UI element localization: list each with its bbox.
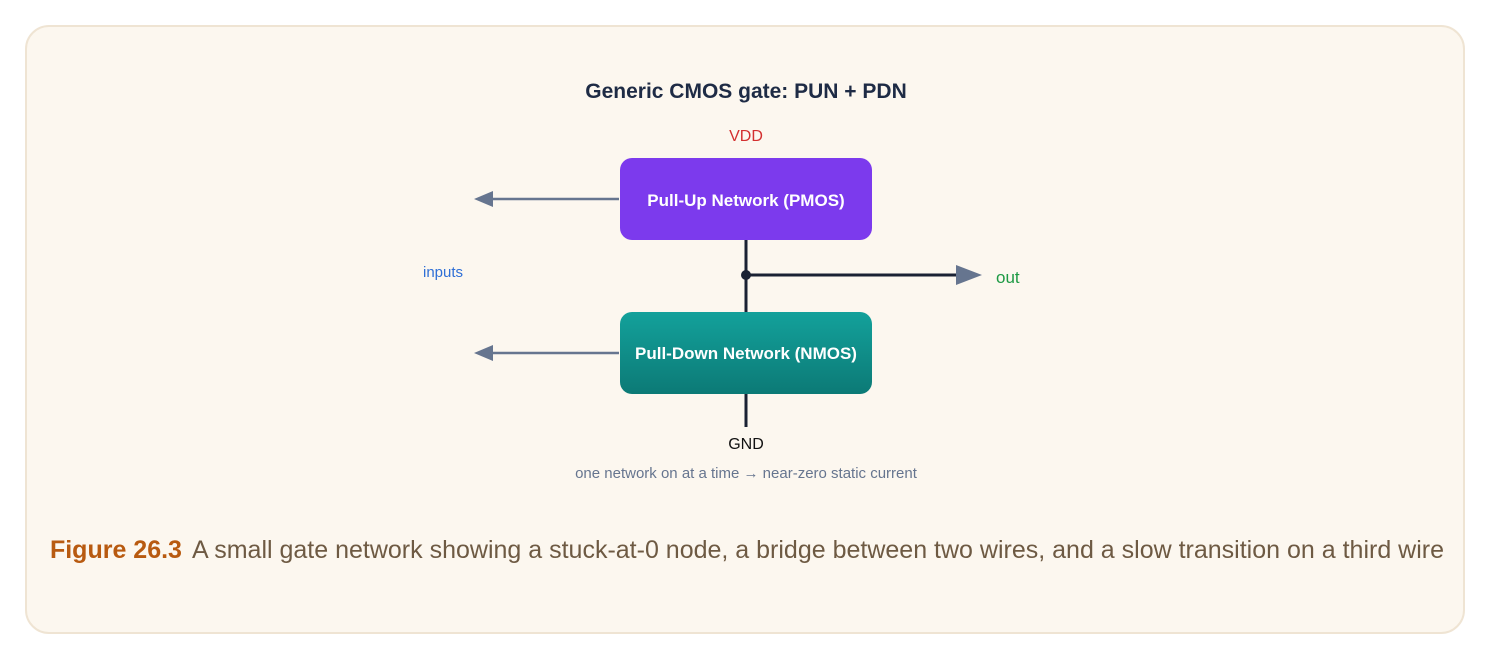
junction-dot-icon xyxy=(741,270,751,280)
pull-up-network-label: Pull-Up Network (PMOS) xyxy=(647,191,844,210)
pdn-input-arrow-icon xyxy=(474,345,493,361)
figure-caption: Figure 26.3 A small gate network showing … xyxy=(25,528,1469,572)
pull-down-network-box xyxy=(620,312,872,394)
vdd-label: VDD xyxy=(729,128,763,145)
diagram-title: Generic CMOS gate: PUN + PDN xyxy=(585,80,907,103)
output-arrow-icon xyxy=(956,265,982,285)
gnd-label: GND xyxy=(728,436,764,453)
pull-down-network-label: Pull-Down Network (NMOS) xyxy=(635,344,857,363)
pull-up-network-box xyxy=(620,158,872,240)
figure-caption-text: A small gate network showing a stuck-at-… xyxy=(191,536,1445,564)
static-current-note: one network on at a time → near-zero sta… xyxy=(575,465,918,482)
figure-number: Figure 26.3 xyxy=(49,536,182,564)
output-label: out xyxy=(996,268,1020,287)
inputs-label: inputs xyxy=(423,264,463,281)
pun-input-arrow-icon xyxy=(474,191,493,207)
